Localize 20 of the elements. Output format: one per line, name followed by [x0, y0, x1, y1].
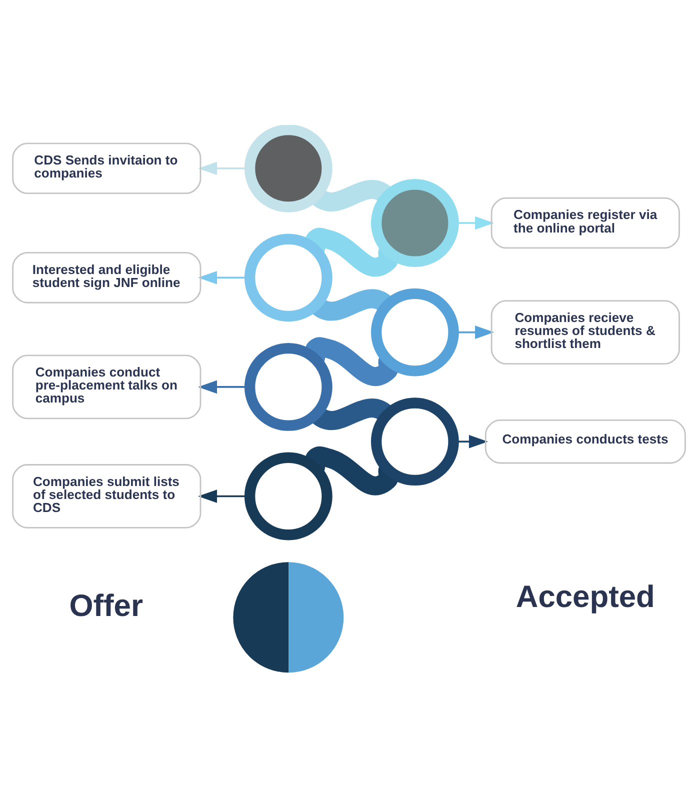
node-circle — [244, 124, 332, 212]
node-circle — [370, 397, 459, 486]
node-box: Companies conduct pre-placement talks on campus — [12, 354, 202, 419]
node-box: CDS Sends invitaion to companies — [12, 142, 202, 194]
node-box: Companies recieve resumes of students & shortlist them — [490, 300, 680, 364]
node-box: Companies register via the online portal — [490, 196, 680, 248]
connector — [311, 288, 392, 320]
connector — [311, 398, 392, 430]
node-circle — [370, 178, 459, 266]
node-circle — [244, 452, 332, 540]
node-box: Companies conducts tests — [484, 419, 686, 464]
label: Accepted — [516, 578, 655, 614]
node-circle — [244, 342, 332, 430]
node-box: Interested and eligible student sign JNF online — [12, 252, 202, 303]
node-circle — [370, 288, 459, 376]
connector — [311, 180, 392, 211]
node-circle — [244, 233, 332, 322]
node-circle — [232, 560, 345, 674]
node-box: Companies submit lists of selected students to CDS — [12, 464, 202, 528]
label: Offer — [69, 587, 143, 622]
